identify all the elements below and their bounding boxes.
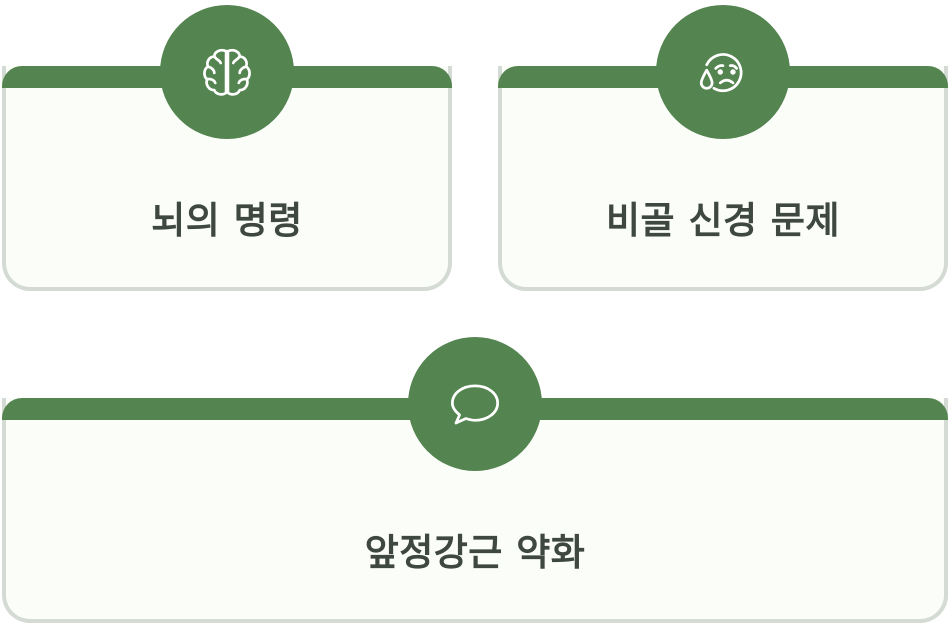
sad-face-icon	[699, 53, 743, 93]
card-icon-badge	[408, 337, 542, 471]
card-icon-badge	[656, 5, 790, 139]
brain-icon	[203, 48, 251, 96]
card-icon-badge	[160, 5, 294, 139]
speech-bubble-icon	[450, 384, 500, 425]
card-label: 뇌의 명령	[151, 199, 303, 242]
card-label: 비골 신경 문제	[605, 199, 840, 242]
card-label: 앞정강근 약화	[364, 531, 586, 574]
